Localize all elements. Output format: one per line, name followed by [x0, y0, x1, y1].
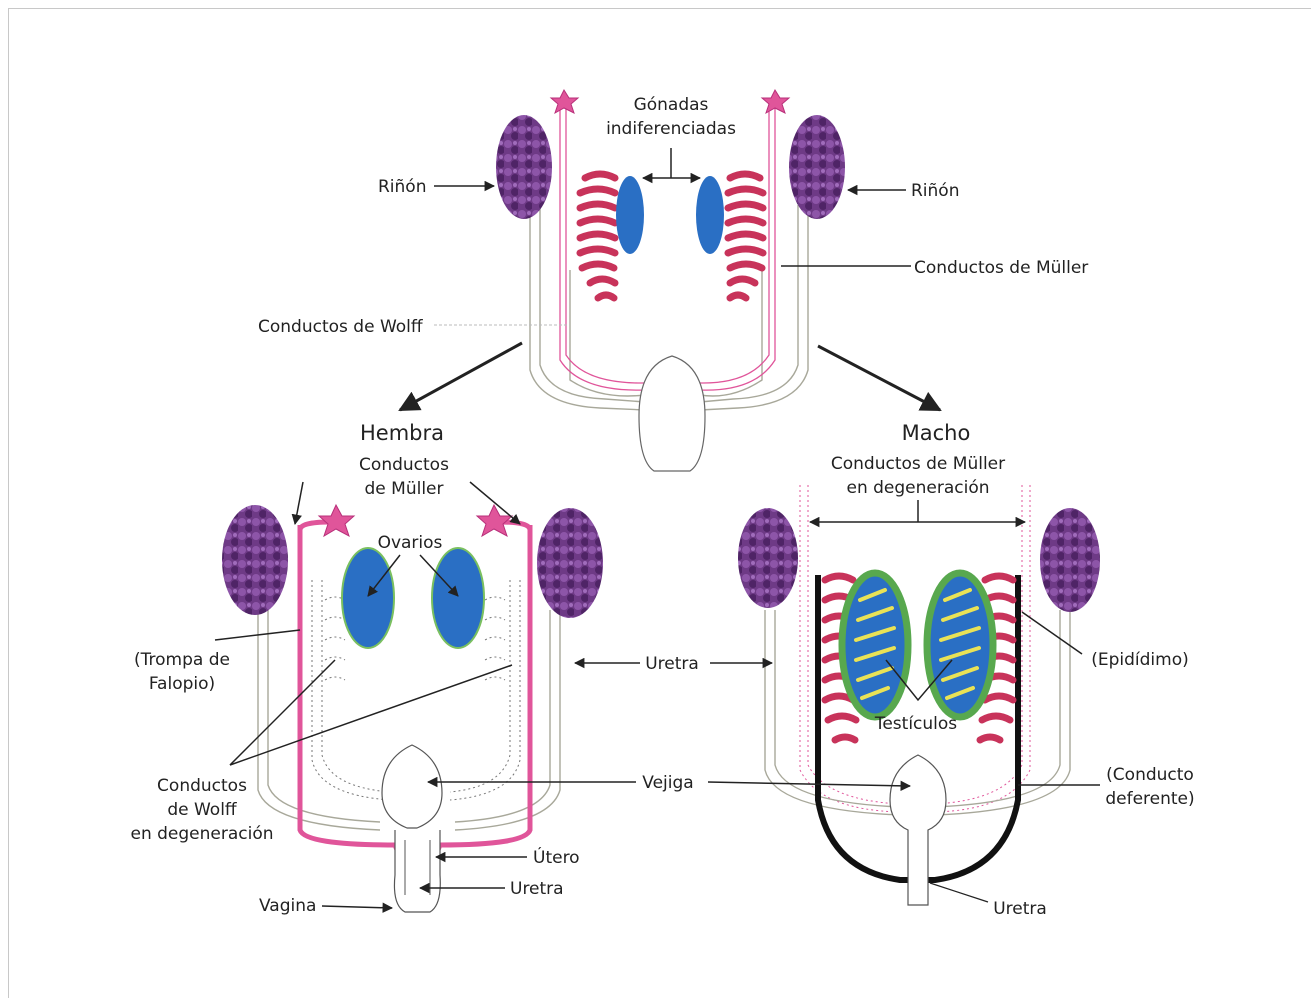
epididymis-pointer	[1022, 612, 1082, 654]
kidney-right-female	[537, 508, 603, 618]
kidney-left-top	[496, 115, 552, 219]
fimbria-left	[319, 505, 354, 536]
label-epididymis: (Epidídimo)	[1091, 650, 1189, 670]
label-vagina: Vagina	[259, 896, 316, 916]
label-ovaries: Ovarios	[378, 533, 443, 553]
label-muller-top: Conductos de Müller	[914, 258, 1088, 278]
label-bladder: Vejiga	[642, 773, 693, 793]
label-urethra-shared: Uretra	[645, 654, 699, 674]
gonad-right	[696, 176, 724, 254]
wolff-pointer-right	[230, 665, 512, 765]
muller-funnel-left	[551, 90, 578, 113]
label-urethra-male: Uretra	[993, 899, 1047, 919]
male-stage	[708, 485, 1100, 905]
kidney-right-male	[1040, 508, 1100, 612]
kidney-left-female	[222, 505, 288, 615]
kidney-left-male	[738, 508, 798, 608]
ovary-right	[432, 548, 484, 648]
testis-left	[842, 573, 908, 717]
label-male-title: Macho	[902, 421, 971, 445]
label-wolff-female-line1: Conductos	[157, 776, 247, 796]
muller-ducts-top	[560, 100, 775, 390]
arrow-to-female	[400, 343, 522, 410]
label-testes: Testículos	[874, 714, 957, 734]
label-male-muller-line2: en degeneración	[846, 478, 989, 498]
gonad-left	[616, 176, 644, 254]
ovary-left	[342, 548, 394, 648]
label-kidney-right: Riñón	[911, 181, 960, 201]
label-kidney-left: Riñón	[378, 177, 427, 197]
wolff-pointer-left	[230, 660, 335, 765]
uterus-female	[394, 830, 440, 912]
bladder-female	[382, 745, 442, 828]
fimbria-right	[477, 505, 512, 536]
label-fallopian-line2: Falopio)	[149, 674, 215, 694]
label-fallopian-line1: (Trompa de	[134, 650, 230, 670]
label-wolff-top: Conductos de Wolff	[258, 317, 424, 337]
label-wolff-female-line2: de Wolff	[167, 800, 238, 820]
testis-right	[927, 573, 993, 717]
label-female-title: Hembra	[360, 421, 444, 445]
vagina-arrow	[322, 906, 392, 908]
indifferent-stage	[400, 90, 940, 471]
female-muller-arrow-left	[295, 482, 303, 524]
bladder-top	[639, 356, 705, 471]
label-urethra-female: Uretra	[510, 879, 564, 899]
label-gonads-line2: indiferenciadas	[606, 119, 736, 139]
tubules-top	[580, 174, 763, 298]
label-wolff-female-line3: en degeneración	[130, 824, 273, 844]
label-uterus: Útero	[533, 846, 580, 868]
label-gonads-line1: Gónadas	[634, 95, 709, 115]
urethra-pointer-male	[930, 883, 988, 902]
label-vas-line1: (Conducto	[1106, 765, 1194, 785]
label-male-muller-line1: Conductos de Müller	[831, 454, 1005, 474]
labels: Gónadas indiferenciadas Riñón Riñón Cond…	[130, 95, 1194, 919]
label-vas-line2: deferente)	[1105, 789, 1194, 809]
kidney-right-top	[789, 115, 845, 219]
label-female-muller-line2: de Müller	[365, 479, 444, 499]
label-female-muller-line1: Conductos	[359, 455, 449, 475]
arrow-to-male	[818, 346, 940, 410]
